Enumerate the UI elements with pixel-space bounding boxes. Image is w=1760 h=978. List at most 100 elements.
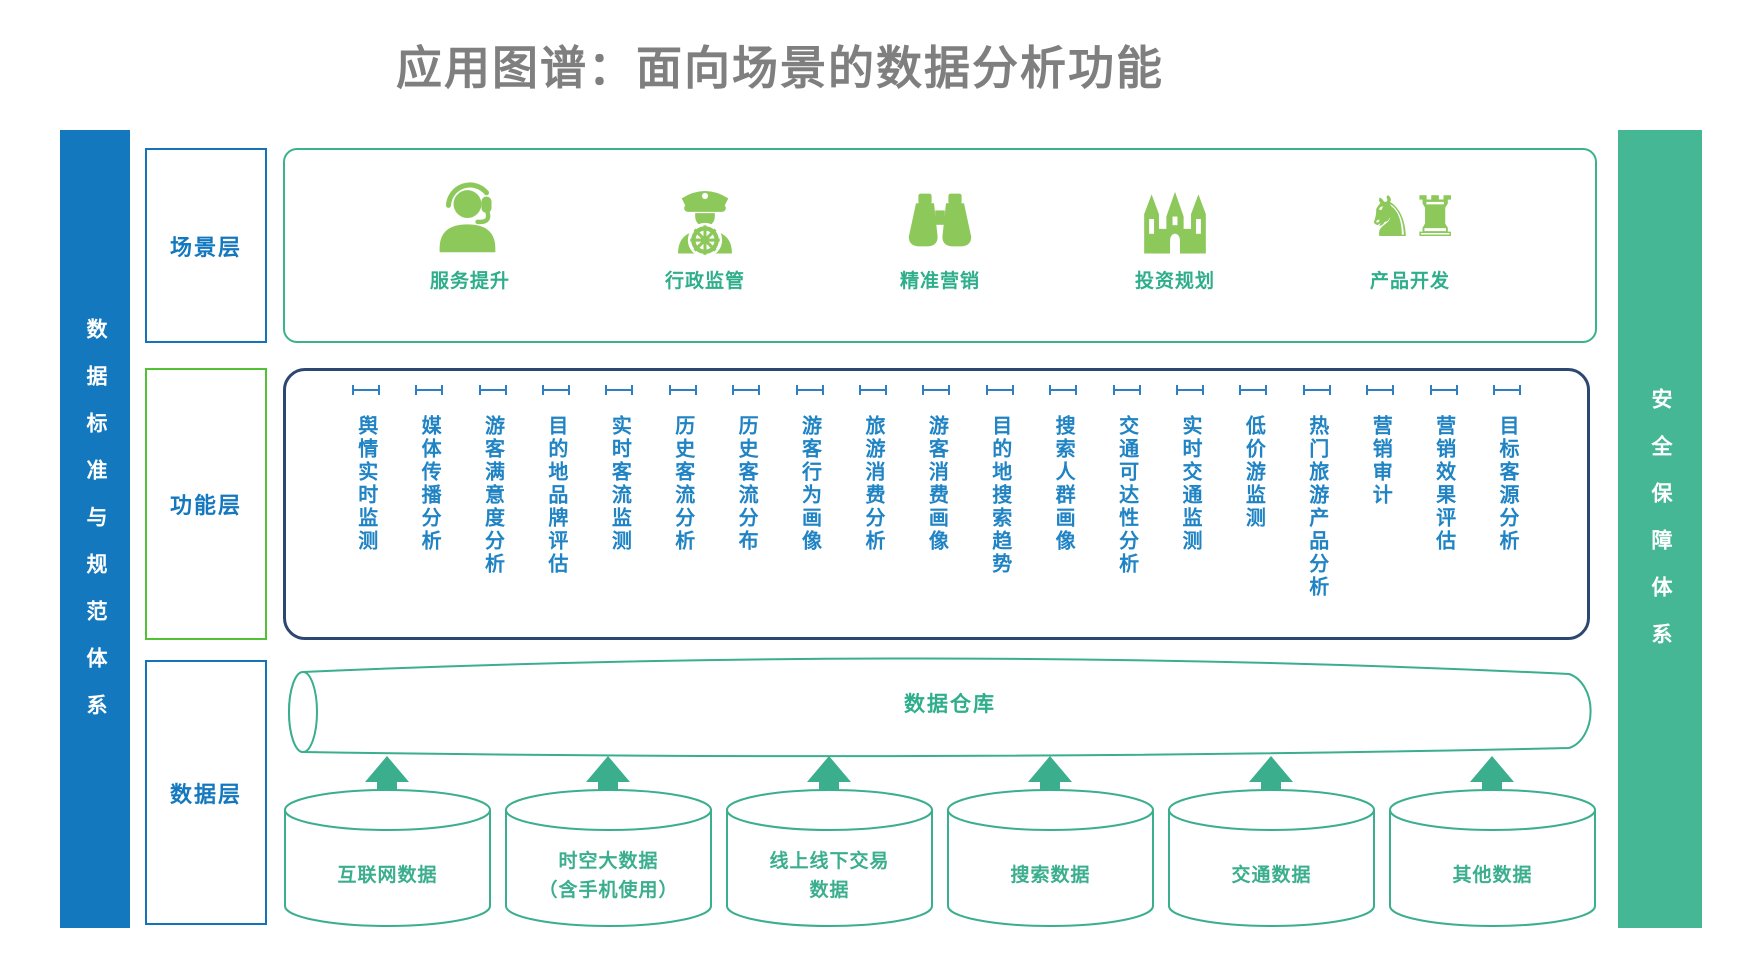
function-item-label: 目标客源分析 xyxy=(1496,415,1519,553)
function-layer-panel: 舆情实时监测 媒体传播分析 游客满意度分析 目的地品牌评估 实时客流监测 历史客… xyxy=(283,368,1590,640)
bracket-tick-icon xyxy=(985,385,1014,395)
bracket-tick-icon xyxy=(478,385,507,395)
data-source-cylinder: 线上线下交易 数据 xyxy=(725,788,934,930)
function-item: 游客消费画像 xyxy=(922,385,951,553)
function-item-label: 搜索人群画像 xyxy=(1052,415,1075,553)
scene-item-investment: 投资规划 xyxy=(1100,172,1250,293)
scene-item-label: 服务提升 xyxy=(429,271,510,292)
function-item-label: 游客消费画像 xyxy=(925,415,948,553)
bracket-tick-icon xyxy=(541,385,570,395)
function-item-label: 舆情实时监测 xyxy=(354,415,377,553)
bracket-tick-icon xyxy=(1239,385,1268,395)
function-layer-label-box: 功能层 xyxy=(145,368,267,640)
function-item-label: 目的地搜索趋势 xyxy=(988,415,1011,576)
function-item-label: 实时客流监测 xyxy=(608,415,631,553)
function-item: 历史客流分布 xyxy=(732,385,761,553)
up-arrow-icon xyxy=(586,756,630,820)
bracket-tick-icon xyxy=(795,385,824,395)
binoculars-icon xyxy=(901,172,979,256)
data-source-cylinder: 互联网数据 xyxy=(283,788,492,930)
function-item-label: 低价游监测 xyxy=(1242,415,1265,530)
bracket-tick-icon xyxy=(668,385,697,395)
scene-layer-label-box: 场景层 xyxy=(145,148,267,343)
function-item: 营销审计 xyxy=(1366,385,1395,507)
up-arrow-icon xyxy=(1028,756,1072,820)
bracket-tick-icon xyxy=(922,385,951,395)
function-item: 交通可达性分析 xyxy=(1112,385,1141,576)
data-source-cylinder: 交通数据 xyxy=(1167,788,1376,930)
function-item-label: 旅游消费分析 xyxy=(861,415,884,553)
bracket-tick-icon xyxy=(1302,385,1331,395)
function-item: 搜索人群画像 xyxy=(1049,385,1078,553)
function-item: 目标客源分析 xyxy=(1493,385,1522,553)
function-item: 低价游监测 xyxy=(1239,385,1268,530)
function-item: 目的地品牌评估 xyxy=(541,385,570,576)
function-layer-label: 功能层 xyxy=(169,493,242,518)
data-warehouse-label: 数据仓库 xyxy=(904,693,996,716)
data-source-label: 交通数据 xyxy=(1231,865,1312,887)
bracket-tick-icon xyxy=(1429,385,1458,395)
data-source-label: 搜索数据 xyxy=(1010,865,1091,887)
function-item: 目的地搜索趋势 xyxy=(985,385,1014,576)
cathedral-icon xyxy=(1135,172,1215,256)
left-sidebar-data-standards: 数据标准与规范体系 xyxy=(60,130,130,928)
scene-item-product: ♞♜ 产品开发 xyxy=(1335,172,1485,293)
data-layer-label-box: 数据层 xyxy=(145,660,267,925)
function-item: 实时交通监测 xyxy=(1175,385,1204,553)
scene-item-label: 产品开发 xyxy=(1369,271,1450,292)
page-title: 应用图谱：面向场景的数据分析功能 xyxy=(396,42,1164,94)
right-sidebar-security: 安全保障体系 xyxy=(1618,130,1702,928)
function-item-label: 历史客流分析 xyxy=(671,415,694,553)
right-sidebar-label: 安全保障体系 xyxy=(1649,388,1672,670)
captain-helm-icon xyxy=(664,172,746,256)
scene-item-service: 服务提升 xyxy=(395,172,545,293)
data-source-label: 时空大数据 （含手机使用） xyxy=(538,850,679,901)
bracket-tick-icon xyxy=(1175,385,1204,395)
bracket-tick-icon xyxy=(732,385,761,395)
bracket-tick-icon xyxy=(1049,385,1078,395)
scene-item-label: 投资规划 xyxy=(1134,271,1215,292)
function-item-label: 媒体传播分析 xyxy=(418,415,441,553)
function-item-label: 交通可达性分析 xyxy=(1115,415,1138,576)
data-source-cylinder: 搜索数据 xyxy=(946,788,1155,930)
function-item-label: 实时交通监测 xyxy=(1178,415,1201,553)
function-item-label: 营销审计 xyxy=(1369,415,1392,507)
chess-pieces-icon: ♞♜ xyxy=(1364,172,1460,256)
bracket-tick-icon xyxy=(858,385,887,395)
function-item-label: 营销效果评估 xyxy=(1432,415,1455,553)
scene-item-label: 行政监管 xyxy=(664,271,745,292)
bracket-tick-icon xyxy=(351,385,380,395)
data-source-cylinder: 时空大数据 （含手机使用） xyxy=(504,788,713,930)
function-item: 舆情实时监测 xyxy=(351,385,380,553)
function-item-label: 历史客流分布 xyxy=(735,415,758,553)
function-item: 游客行为画像 xyxy=(795,385,824,553)
function-item: 旅游消费分析 xyxy=(858,385,887,553)
scene-item-label: 精准营销 xyxy=(899,271,980,292)
chess-glyph: ♞♜ xyxy=(1364,185,1460,250)
function-item-label: 游客满意度分析 xyxy=(481,415,504,576)
bracket-tick-icon xyxy=(415,385,444,395)
data-source-cylinder: 其他数据 xyxy=(1388,788,1597,930)
function-item: 媒体传播分析 xyxy=(415,385,444,553)
scene-item-marketing: 精准营销 xyxy=(865,172,1015,293)
scene-layer-panel: 服务提升 行政监管 xyxy=(283,148,1597,343)
function-item-label: 游客行为画像 xyxy=(798,415,821,553)
up-arrow-icon xyxy=(1470,756,1514,820)
data-layer-label: 数据层 xyxy=(169,781,242,807)
left-sidebar-label: 数据标准与规范体系 xyxy=(84,317,107,741)
function-item: 实时客流监测 xyxy=(605,385,634,553)
data-source-label: 线上线下交易 数据 xyxy=(769,850,890,901)
function-item: 营销效果评估 xyxy=(1429,385,1458,553)
scene-item-regulation: 行政监管 xyxy=(630,172,780,293)
data-source-label: 其他数据 xyxy=(1452,865,1533,887)
bracket-tick-icon xyxy=(605,385,634,395)
bracket-tick-icon xyxy=(1112,385,1141,395)
headset-agent-icon xyxy=(429,172,511,256)
bracket-tick-icon xyxy=(1366,385,1395,395)
function-item: 游客满意度分析 xyxy=(478,385,507,576)
function-item: 历史客流分析 xyxy=(668,385,697,553)
up-arrow-icon xyxy=(807,756,851,820)
function-item-label: 目的地品牌评估 xyxy=(544,415,567,576)
bracket-tick-icon xyxy=(1493,385,1522,395)
